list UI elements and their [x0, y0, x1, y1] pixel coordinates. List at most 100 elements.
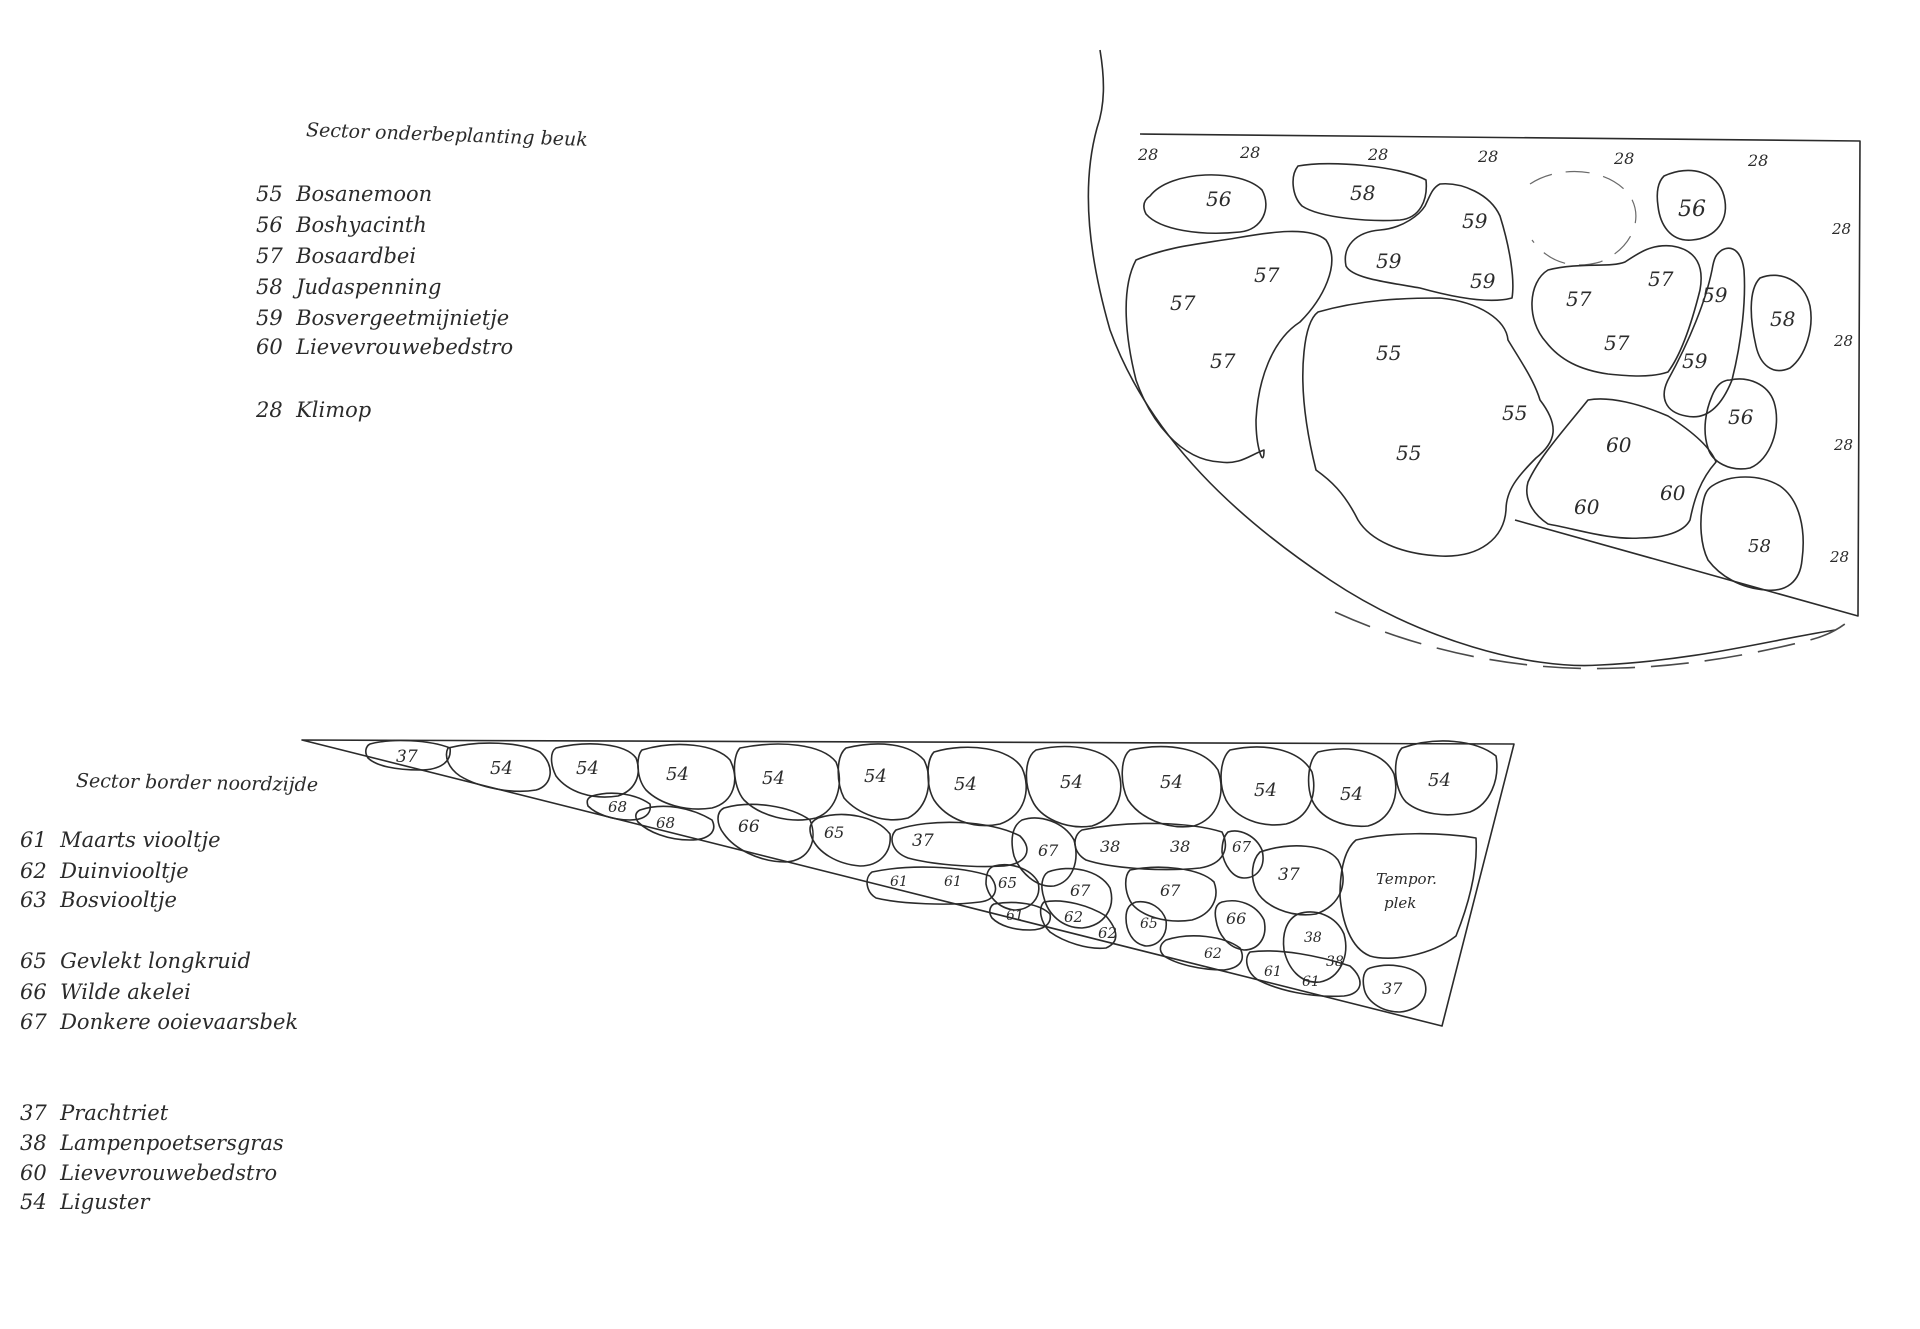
patch-label: 37	[912, 831, 934, 851]
legend-name: Duinviooltje	[60, 859, 189, 883]
legend-item: 61 Maarts viooltje	[20, 828, 221, 852]
legend-code: 66	[20, 980, 47, 1004]
legend-name: Judaspenning	[296, 275, 442, 299]
patch-label: plek	[1384, 894, 1416, 912]
legend-code: 55	[256, 182, 283, 206]
legend-code: 57	[256, 244, 283, 268]
patch-66a	[717, 803, 814, 863]
patch-label: 57	[1254, 263, 1280, 287]
patch-label: 54	[490, 758, 513, 779]
legend-code: 56	[256, 213, 283, 237]
legend-code: 60	[256, 335, 283, 359]
ivy-label: 28	[1137, 145, 1158, 164]
ivy-label: 28	[1829, 548, 1849, 566]
patch-label: 61	[1006, 908, 1024, 924]
legend-code: 65	[20, 949, 47, 973]
legend-code: 63	[20, 888, 47, 912]
patch-38b	[1282, 911, 1347, 983]
patch-65c	[1125, 900, 1168, 947]
patch-62b	[1159, 935, 1244, 971]
patch-label: 60	[1660, 481, 1686, 505]
patch-54e	[837, 743, 930, 821]
ivy-label: 28	[1239, 143, 1260, 162]
patch-label: 66	[738, 817, 760, 837]
patch-54h	[1121, 745, 1222, 828]
patch-label: 56	[1678, 197, 1706, 222]
patch-label: 54	[954, 774, 977, 795]
patch-label: 54	[1060, 772, 1083, 793]
patch-label: 67	[1160, 881, 1181, 900]
patch-label: 54	[1340, 784, 1363, 805]
legend-item: 66 Wilde akelei	[20, 980, 191, 1004]
patch-56b	[1656, 169, 1727, 241]
patch-label: 56	[1206, 187, 1232, 211]
patch-54c	[637, 743, 736, 810]
patch-54b	[550, 743, 640, 798]
patch-label: 54	[666, 764, 689, 785]
patch-label: 54	[1428, 770, 1451, 791]
ivy-label: 28	[1833, 332, 1853, 350]
patch-66b	[1214, 900, 1266, 951]
patch-label: 57	[1648, 267, 1674, 291]
patch-label: 62	[1098, 924, 1117, 942]
patch-67a	[1011, 817, 1077, 887]
patch-54i	[1220, 746, 1315, 826]
canopy-outline	[1087, 49, 1836, 667]
legend-name: Gevlekt longkruid	[60, 949, 251, 973]
patch-61c	[1245, 950, 1361, 998]
legend-name: Liguster	[60, 1190, 150, 1214]
patch-58a	[1292, 162, 1428, 222]
patch-37d	[1362, 964, 1427, 1013]
patch-label: 54	[1254, 780, 1277, 801]
patch-label: 62	[1064, 908, 1083, 926]
legend-name: Lampenpoetsersgras	[60, 1131, 284, 1155]
patch-59	[1344, 183, 1514, 302]
patch-label: 58	[1350, 181, 1375, 205]
patch-55	[1301, 297, 1554, 557]
bed-border	[1139, 133, 1861, 617]
legend-item: 58 Judaspenning	[256, 275, 441, 299]
patch-37a	[365, 739, 451, 771]
patch-label: 61	[1302, 974, 1320, 990]
patch-54a	[445, 742, 551, 793]
legend-code: 38	[20, 1131, 47, 1155]
patch-label: 54	[1160, 772, 1183, 793]
patch-label: 65	[1140, 916, 1158, 932]
patch-60	[1526, 398, 1717, 540]
patch-label: 58	[1770, 307, 1795, 331]
legend-code: 62	[20, 859, 47, 883]
patch-57b	[1531, 244, 1702, 377]
patch-label: 61	[890, 874, 908, 890]
legend-item: 60 Lievevrouwebedstro	[20, 1161, 277, 1185]
patch-label: 59	[1462, 209, 1488, 233]
patch-58c	[1700, 476, 1804, 591]
legend-item: 57 Bosaardbei	[256, 244, 416, 268]
patch-label: 68	[608, 798, 627, 816]
ivy-label: 28	[1477, 147, 1498, 166]
patch-59b	[1663, 247, 1746, 418]
legend-name: Bosaardbei	[296, 244, 417, 268]
patch-68a	[586, 792, 652, 821]
patch-label: 38	[1100, 837, 1120, 856]
legend-item: 56 Boshyacinth	[256, 213, 427, 237]
ivy-label: 28	[1367, 145, 1388, 164]
patch-label: 59	[1470, 269, 1496, 293]
patch-61b	[989, 901, 1052, 931]
patch-61a	[866, 866, 997, 905]
patch-label: 58	[1748, 536, 1771, 557]
legend-item: 37 Prachtriet	[20, 1101, 168, 1125]
legend-code: 54	[20, 1190, 47, 1214]
sector2-plan: 37 54 54 54 54 54 54 54 54 54 54 54 68 6…	[301, 739, 1515, 1027]
legend-name: Bosviooltje	[60, 888, 177, 912]
patch-label: 60	[1574, 495, 1600, 519]
patch-label: 65	[824, 823, 844, 842]
patch-label: 57	[1604, 331, 1630, 355]
legend-item: 55 Bosanemoon	[256, 182, 432, 206]
patch-65a	[809, 813, 891, 867]
patch-label: 59	[1682, 349, 1708, 373]
patch-label: 66	[1226, 909, 1246, 928]
patch-label: 57	[1170, 291, 1196, 315]
legend-code: 67	[20, 1010, 47, 1034]
legend-item: 59 Bosvergeetmijnietje	[256, 306, 509, 330]
patch-68b	[635, 805, 715, 841]
